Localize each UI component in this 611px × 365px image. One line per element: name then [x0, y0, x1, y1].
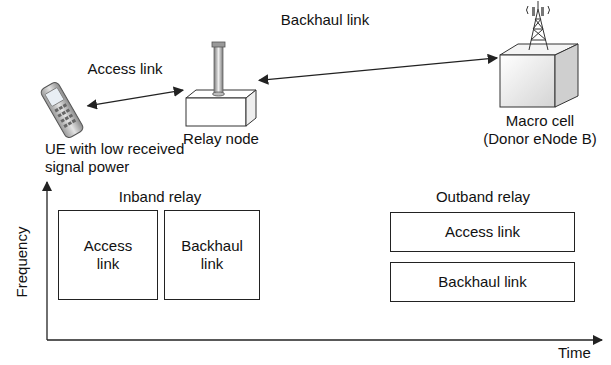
node-text: Macro cell (Donor eNode B) — [482, 112, 598, 148]
terminal-label: UE with low received signal power — [45, 140, 205, 176]
group-heading: Inband relay — [117, 188, 204, 206]
node-text: Relay node — [171, 130, 271, 148]
axis-label: Time — [556, 344, 593, 362]
link-arrow — [259, 58, 497, 80]
relay-label: Relay node — [171, 130, 271, 148]
node-text: Backhaul link — [179, 237, 245, 273]
link-arrow — [88, 90, 183, 106]
relay-icon — [186, 42, 256, 126]
time-axis — [47, 339, 602, 340]
frequency-axis — [46, 182, 47, 340]
node-text: Access link — [75, 237, 141, 273]
node-text: Access link — [445, 223, 520, 241]
phone-icon — [39, 81, 84, 139]
resource-box: Backhaul link — [390, 262, 575, 302]
link-label: Backhaul link — [279, 11, 371, 29]
base-station-icon — [500, 1, 578, 107]
node-text: Backhaul link — [438, 273, 526, 291]
resource-box: Backhaul link — [164, 210, 260, 300]
resource-box: Access link — [58, 210, 158, 300]
group-heading: Outband relay — [434, 188, 532, 206]
axis-label: Frequency — [13, 225, 31, 300]
node-text: UE with low received signal power — [45, 140, 205, 176]
base-station-label: Macro cell (Donor eNode B) — [482, 112, 598, 148]
link-label: Access link — [85, 60, 164, 78]
resource-box: Access link — [390, 212, 575, 252]
